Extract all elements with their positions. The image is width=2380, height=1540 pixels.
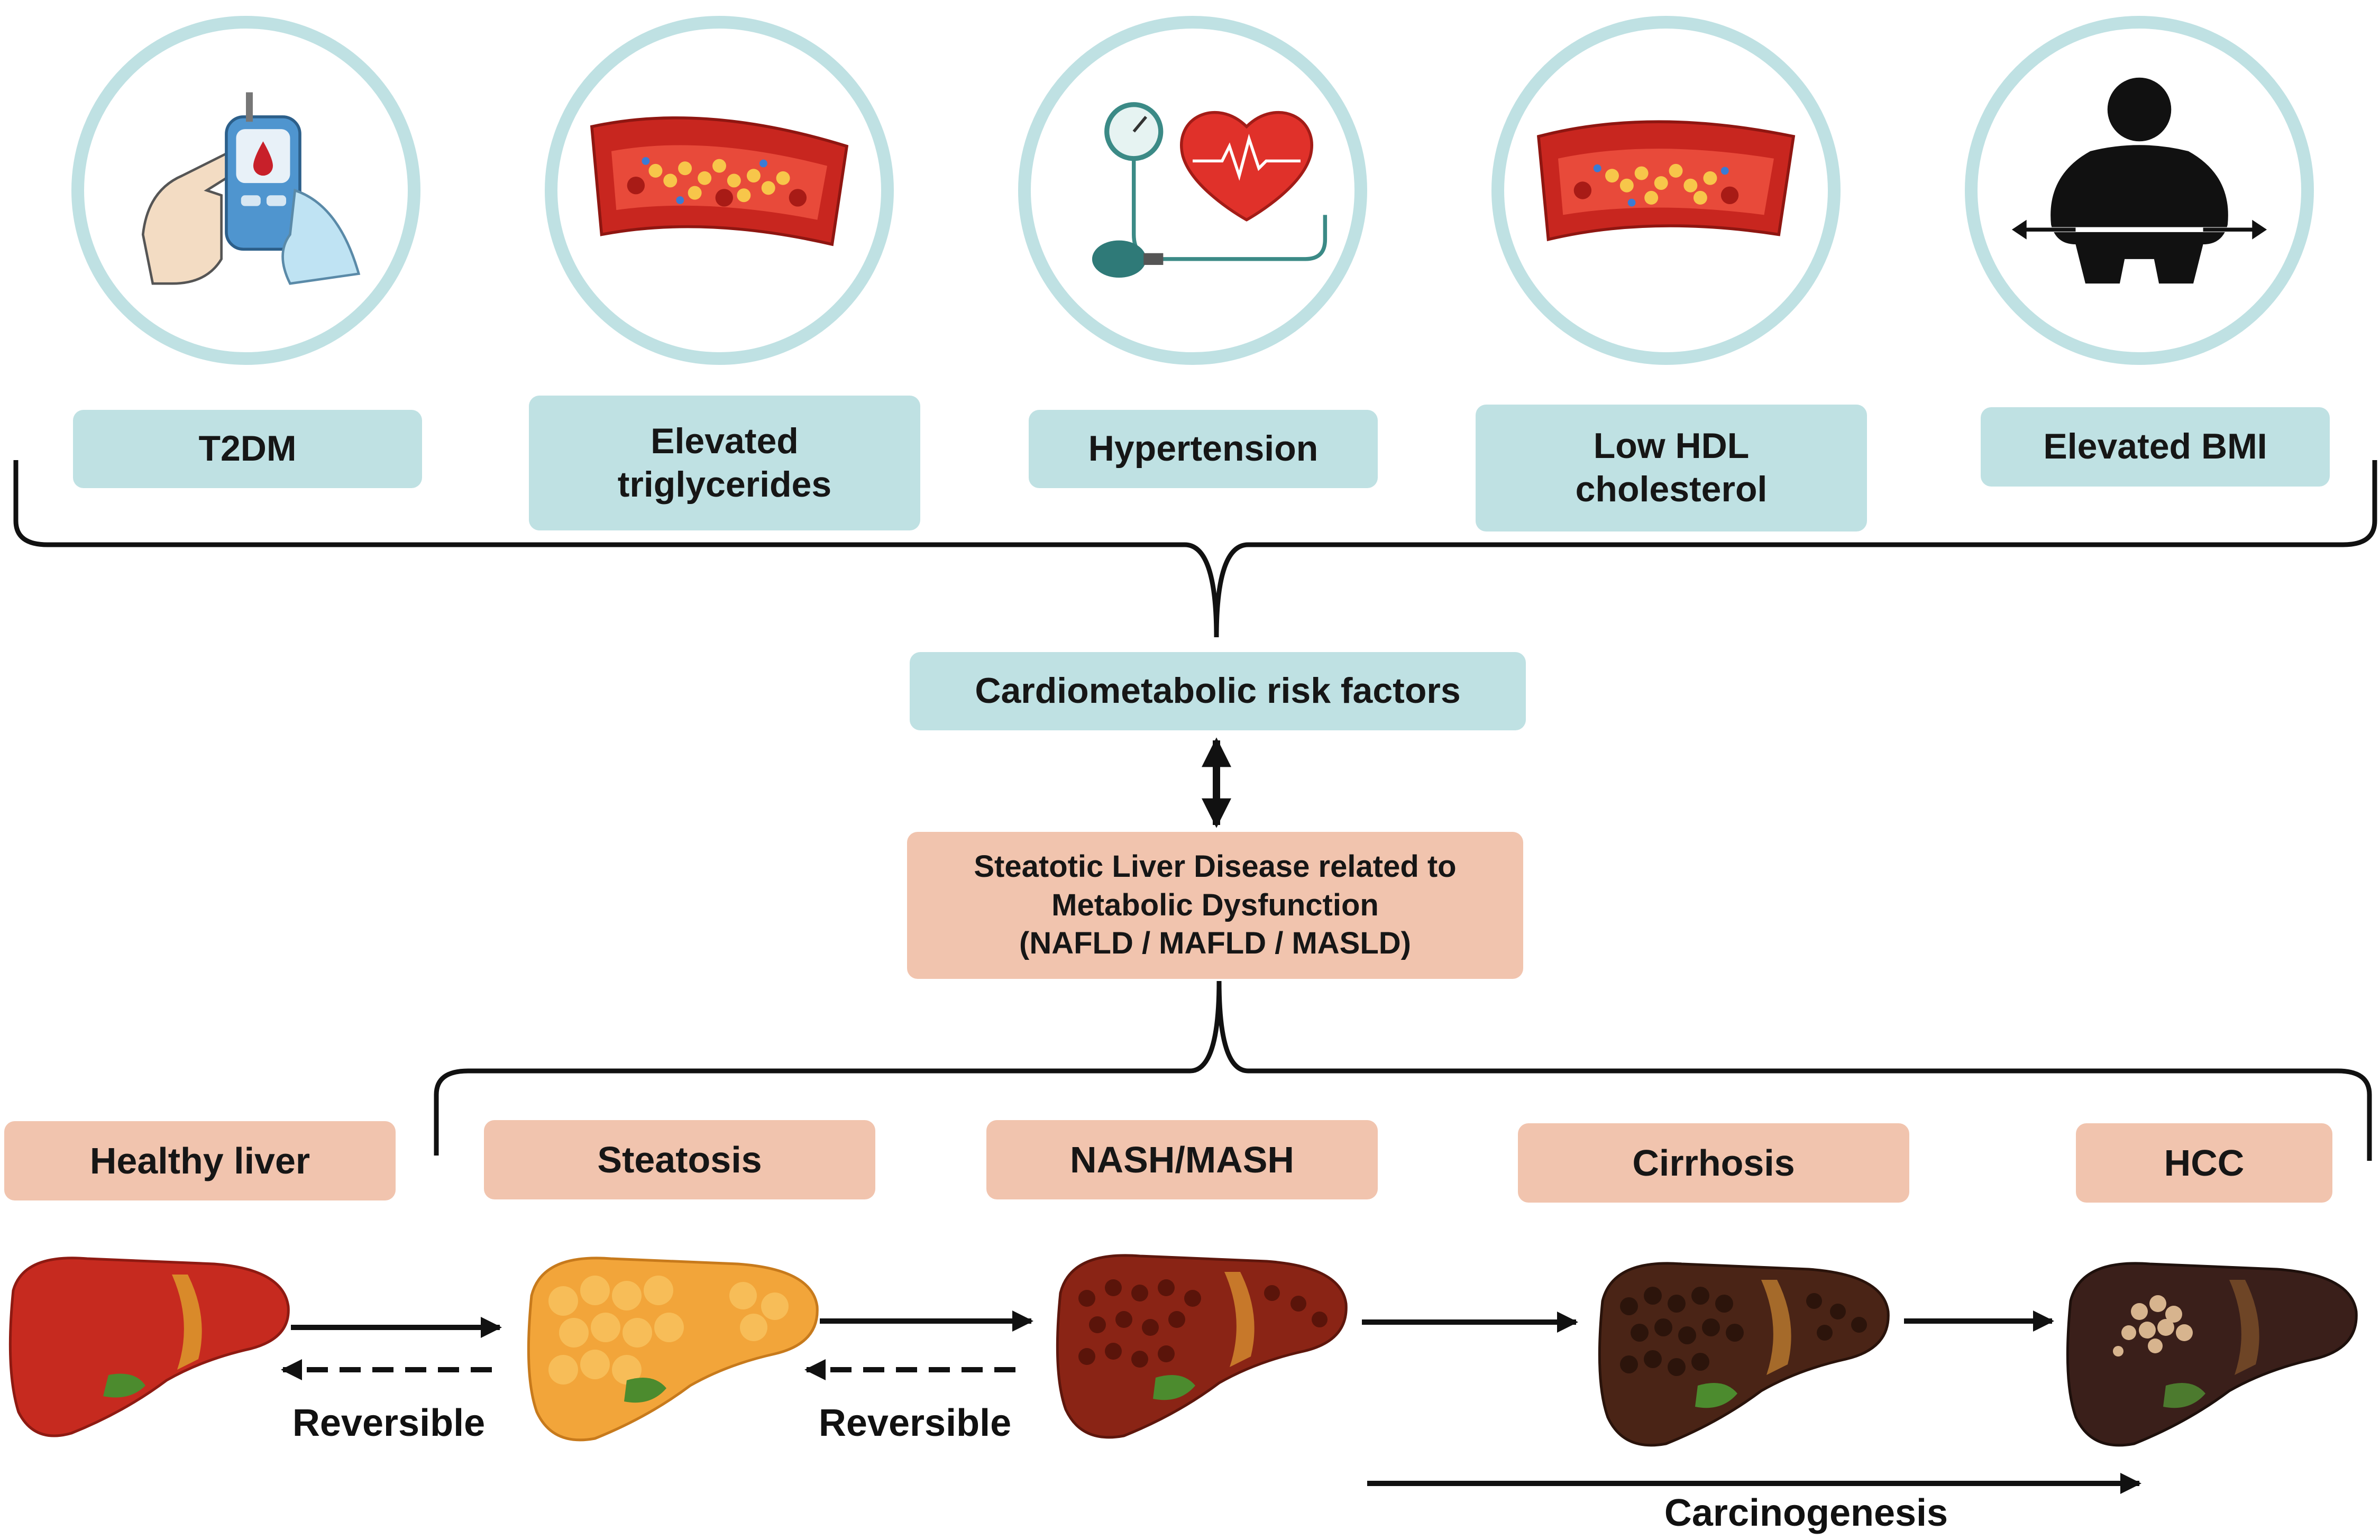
label-t2dm: T2DM	[73, 410, 422, 488]
label-healthy-liver: Healthy liver	[4, 1121, 396, 1200]
bottom-brace	[434, 980, 2372, 1161]
label-cardiometabolic-risk-factors: Cardiometabolic risk factors	[910, 652, 1526, 730]
glucose-meter-icon	[141, 92, 361, 285]
obesity-icon	[2011, 77, 2267, 284]
healthy-liver-icon	[8, 1257, 290, 1437]
label-low-hdl-cholesterol: Low HDL cholesterol	[1476, 405, 1867, 531]
inflamed-liver-icon	[1056, 1254, 1348, 1439]
blood-pressure-heart-icon	[1092, 102, 1328, 278]
top-brace	[13, 460, 2377, 638]
label-reversible-2: Reversible	[818, 1402, 1012, 1444]
label-elevated-bmi: Elevated BMI	[1981, 407, 2330, 487]
blood-vessel-icon	[590, 116, 849, 246]
label-reversible-1: Reversible	[292, 1402, 486, 1444]
label-cirrhosis: Cirrhosis	[1518, 1123, 1909, 1203]
cirrhotic-liver-icon	[1598, 1262, 1890, 1447]
label-elevated-triglycerides: Elevated triglycerides	[529, 396, 920, 530]
label-nash-mash: NASH/MASH	[986, 1120, 1378, 1199]
label-carcinogenesis: Carcinogenesis	[1664, 1492, 1948, 1534]
circle-triglycerides	[545, 16, 894, 365]
blood-vessel-icon	[1536, 120, 1796, 242]
circle-hypertension	[1018, 16, 1367, 365]
cancerous-liver-icon	[2066, 1262, 2358, 1447]
label-steatotic-liver-disease: Steatotic Liver Disease related to Metab…	[907, 832, 1523, 979]
label-hcc: HCC	[2076, 1123, 2332, 1203]
label-steatosis: Steatosis	[484, 1120, 875, 1199]
fatty-liver-icon	[527, 1257, 819, 1442]
label-hypertension: Hypertension	[1029, 410, 1378, 488]
